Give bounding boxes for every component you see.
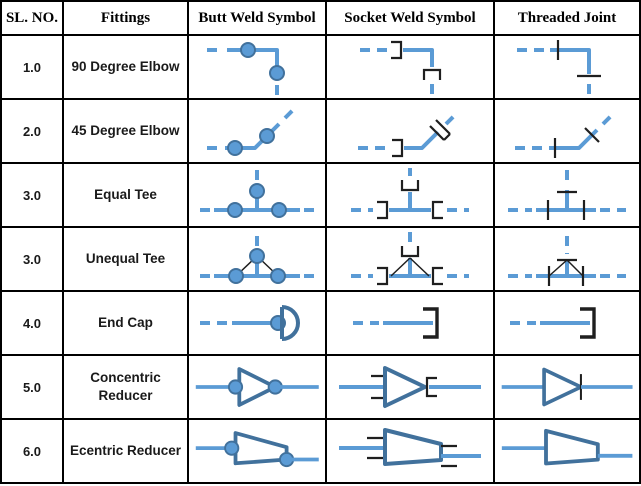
butt-weld-45-elbow-symbol: [189, 100, 325, 162]
sl-no-cell: 5.0: [2, 356, 62, 418]
column-header-threaded-joint: Threaded Joint: [495, 2, 639, 34]
column-header-fittings: Fittings: [64, 2, 187, 34]
threaded-45-elbow-symbol: [495, 100, 639, 162]
butt-weld-end-cap-symbol: [189, 292, 325, 354]
sl-no-cell: 3.0: [2, 164, 62, 226]
fitting-name-cell: 90 Degree Elbow: [64, 36, 187, 98]
fitting-name-cell: End Cap: [64, 292, 187, 354]
socket-weld-45-elbow-symbol: [327, 100, 493, 162]
sl-no-cell: 4.0: [2, 292, 62, 354]
sl-no-cell: 1.0: [2, 36, 62, 98]
socket-weld-concentric-reducer-symbol: [327, 356, 493, 418]
socket-weld-eccentric-reducer-symbol: [327, 420, 493, 482]
threaded-eccentric-reducer-symbol: [495, 420, 639, 482]
sl-no-cell: 6.0: [2, 420, 62, 482]
socket-weld-end-cap-symbol: [327, 292, 493, 354]
sl-no-cell: 3.0: [2, 228, 62, 290]
socket-weld-90-elbow-symbol: [327, 36, 493, 98]
column-header-socket-weld-symbol: Socket Weld Symbol: [327, 2, 493, 34]
socket-weld-unequal-tee-symbol: [327, 228, 493, 290]
butt-weld-equal-tee-symbol: [189, 164, 325, 226]
sl-no-cell: 2.0: [2, 100, 62, 162]
threaded-unequal-tee-symbol: [495, 228, 639, 290]
threaded-equal-tee-symbol: [495, 164, 639, 226]
fitting-name-cell: 45 Degree Elbow: [64, 100, 187, 162]
threaded-90-elbow-symbol: [495, 36, 639, 98]
fitting-name-cell: Ecentric Reducer: [64, 420, 187, 482]
butt-weld-concentric-reducer-symbol: [189, 356, 325, 418]
fitting-name-cell: Concentric Reducer: [64, 356, 187, 418]
butt-weld-eccentric-reducer-symbol: [189, 420, 325, 482]
column-header-sl-no: SL. NO.: [2, 2, 62, 34]
fitting-name-cell: Unequal Tee: [64, 228, 187, 290]
butt-weld-unequal-tee-symbol: [189, 228, 325, 290]
butt-weld-90-elbow-symbol: [189, 36, 325, 98]
threaded-end-cap-symbol: [495, 292, 639, 354]
socket-weld-equal-tee-symbol: [327, 164, 493, 226]
fitting-name-cell: Equal Tee: [64, 164, 187, 226]
column-header-butt-weld-symbol: Butt Weld Symbol: [189, 2, 325, 34]
threaded-concentric-reducer-symbol: [495, 356, 639, 418]
